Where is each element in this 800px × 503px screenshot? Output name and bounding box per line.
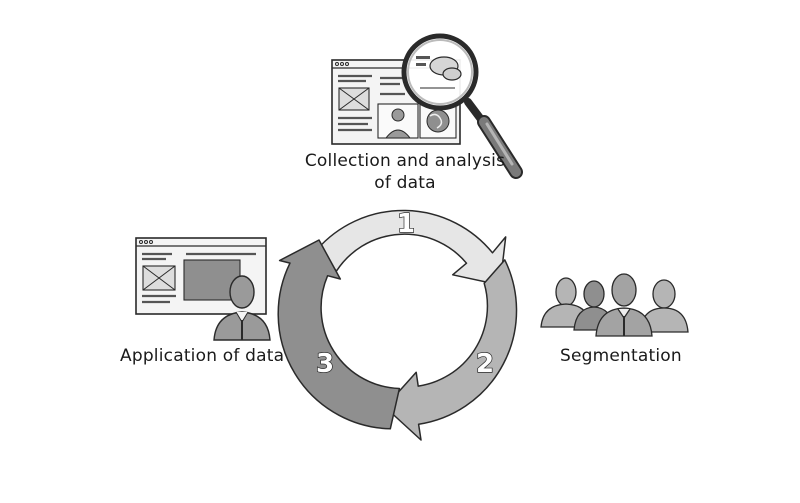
application-label: Application of data [120, 346, 285, 366]
person-icon [639, 279, 689, 333]
magnifier-icon [401, 33, 523, 179]
collection-label-line-1: Collection and analysis [304, 151, 506, 171]
segmentation-label: Segmentation [560, 346, 682, 366]
step-number-2: 2 [476, 349, 494, 379]
step-number-3: 3 [316, 349, 334, 379]
cycle-arrow-3 [277, 239, 401, 430]
person-icon [213, 275, 271, 341]
cycle-arrows [277, 209, 518, 441]
people-group-icon [540, 273, 689, 337]
application-illustration [135, 237, 271, 341]
collection-illustration [331, 33, 523, 179]
person-icon [595, 273, 653, 337]
cycle-arrow-1 [316, 209, 507, 286]
collection-analysis-label: Collection and analysis of data [300, 150, 510, 194]
cycle-arrow-2 [384, 259, 518, 441]
collection-label-line-2: of data [374, 173, 436, 193]
step-number-1: 1 [397, 209, 415, 239]
step-numbers: 1 2 3 [315, 208, 494, 379]
